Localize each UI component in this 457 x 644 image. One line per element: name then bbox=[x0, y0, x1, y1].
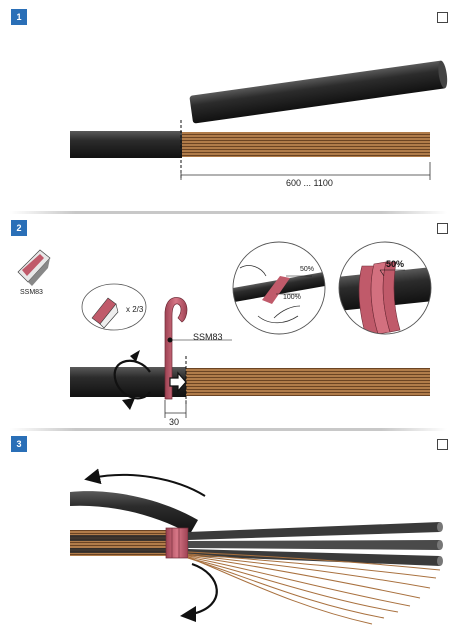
dimension-30 bbox=[164, 400, 187, 418]
fold-back-arrow-icon bbox=[84, 468, 206, 497]
step-1-illustration bbox=[70, 60, 448, 180]
step-2-checkbox[interactable] bbox=[437, 223, 448, 234]
separated-cores bbox=[188, 522, 443, 566]
multiplier-label: x 2/3 bbox=[126, 305, 144, 314]
copper-strands bbox=[187, 551, 441, 625]
tape-wrap-step3 bbox=[165, 527, 189, 559]
product-label: SSM83 bbox=[20, 289, 43, 296]
exposed-conductors bbox=[182, 132, 430, 157]
dimension-line bbox=[180, 162, 431, 180]
step-1-badge: 1 bbox=[11, 9, 27, 25]
exposed-conductors-step2 bbox=[186, 368, 430, 396]
rotation-arrow-icon bbox=[113, 350, 151, 410]
step-3-checkbox[interactable] bbox=[437, 439, 448, 450]
distance-label: 30 bbox=[169, 417, 180, 427]
folded-tape-icon bbox=[91, 297, 119, 329]
push-arrow-icon bbox=[169, 371, 187, 393]
tape-label: SSM83 bbox=[193, 332, 223, 342]
tape-product-icon bbox=[17, 249, 51, 286]
step-2-badge: 2 bbox=[11, 220, 27, 236]
fold-down-arrow-icon bbox=[180, 562, 218, 622]
removed-sheath bbox=[189, 60, 448, 124]
step-3-illustration bbox=[70, 468, 443, 625]
full-label-small: 100% bbox=[283, 294, 301, 301]
overlap-label-large: 50% bbox=[386, 259, 405, 269]
step-3-badge: 3 bbox=[11, 436, 27, 452]
step-1-checkbox[interactable] bbox=[437, 12, 448, 23]
wrap-detail-large bbox=[339, 242, 431, 334]
step-divider-2 bbox=[10, 428, 447, 431]
tape-strip bbox=[164, 297, 188, 400]
folded-sheath bbox=[70, 491, 198, 534]
cable-sheath bbox=[70, 131, 182, 158]
overlap-label-small: 50% bbox=[300, 266, 315, 273]
step-divider-1 bbox=[10, 211, 447, 214]
step-2-illustration bbox=[17, 241, 432, 418]
wrap-detail-small bbox=[233, 242, 325, 334]
dimension-label: 600 ... 1100 bbox=[286, 178, 333, 188]
